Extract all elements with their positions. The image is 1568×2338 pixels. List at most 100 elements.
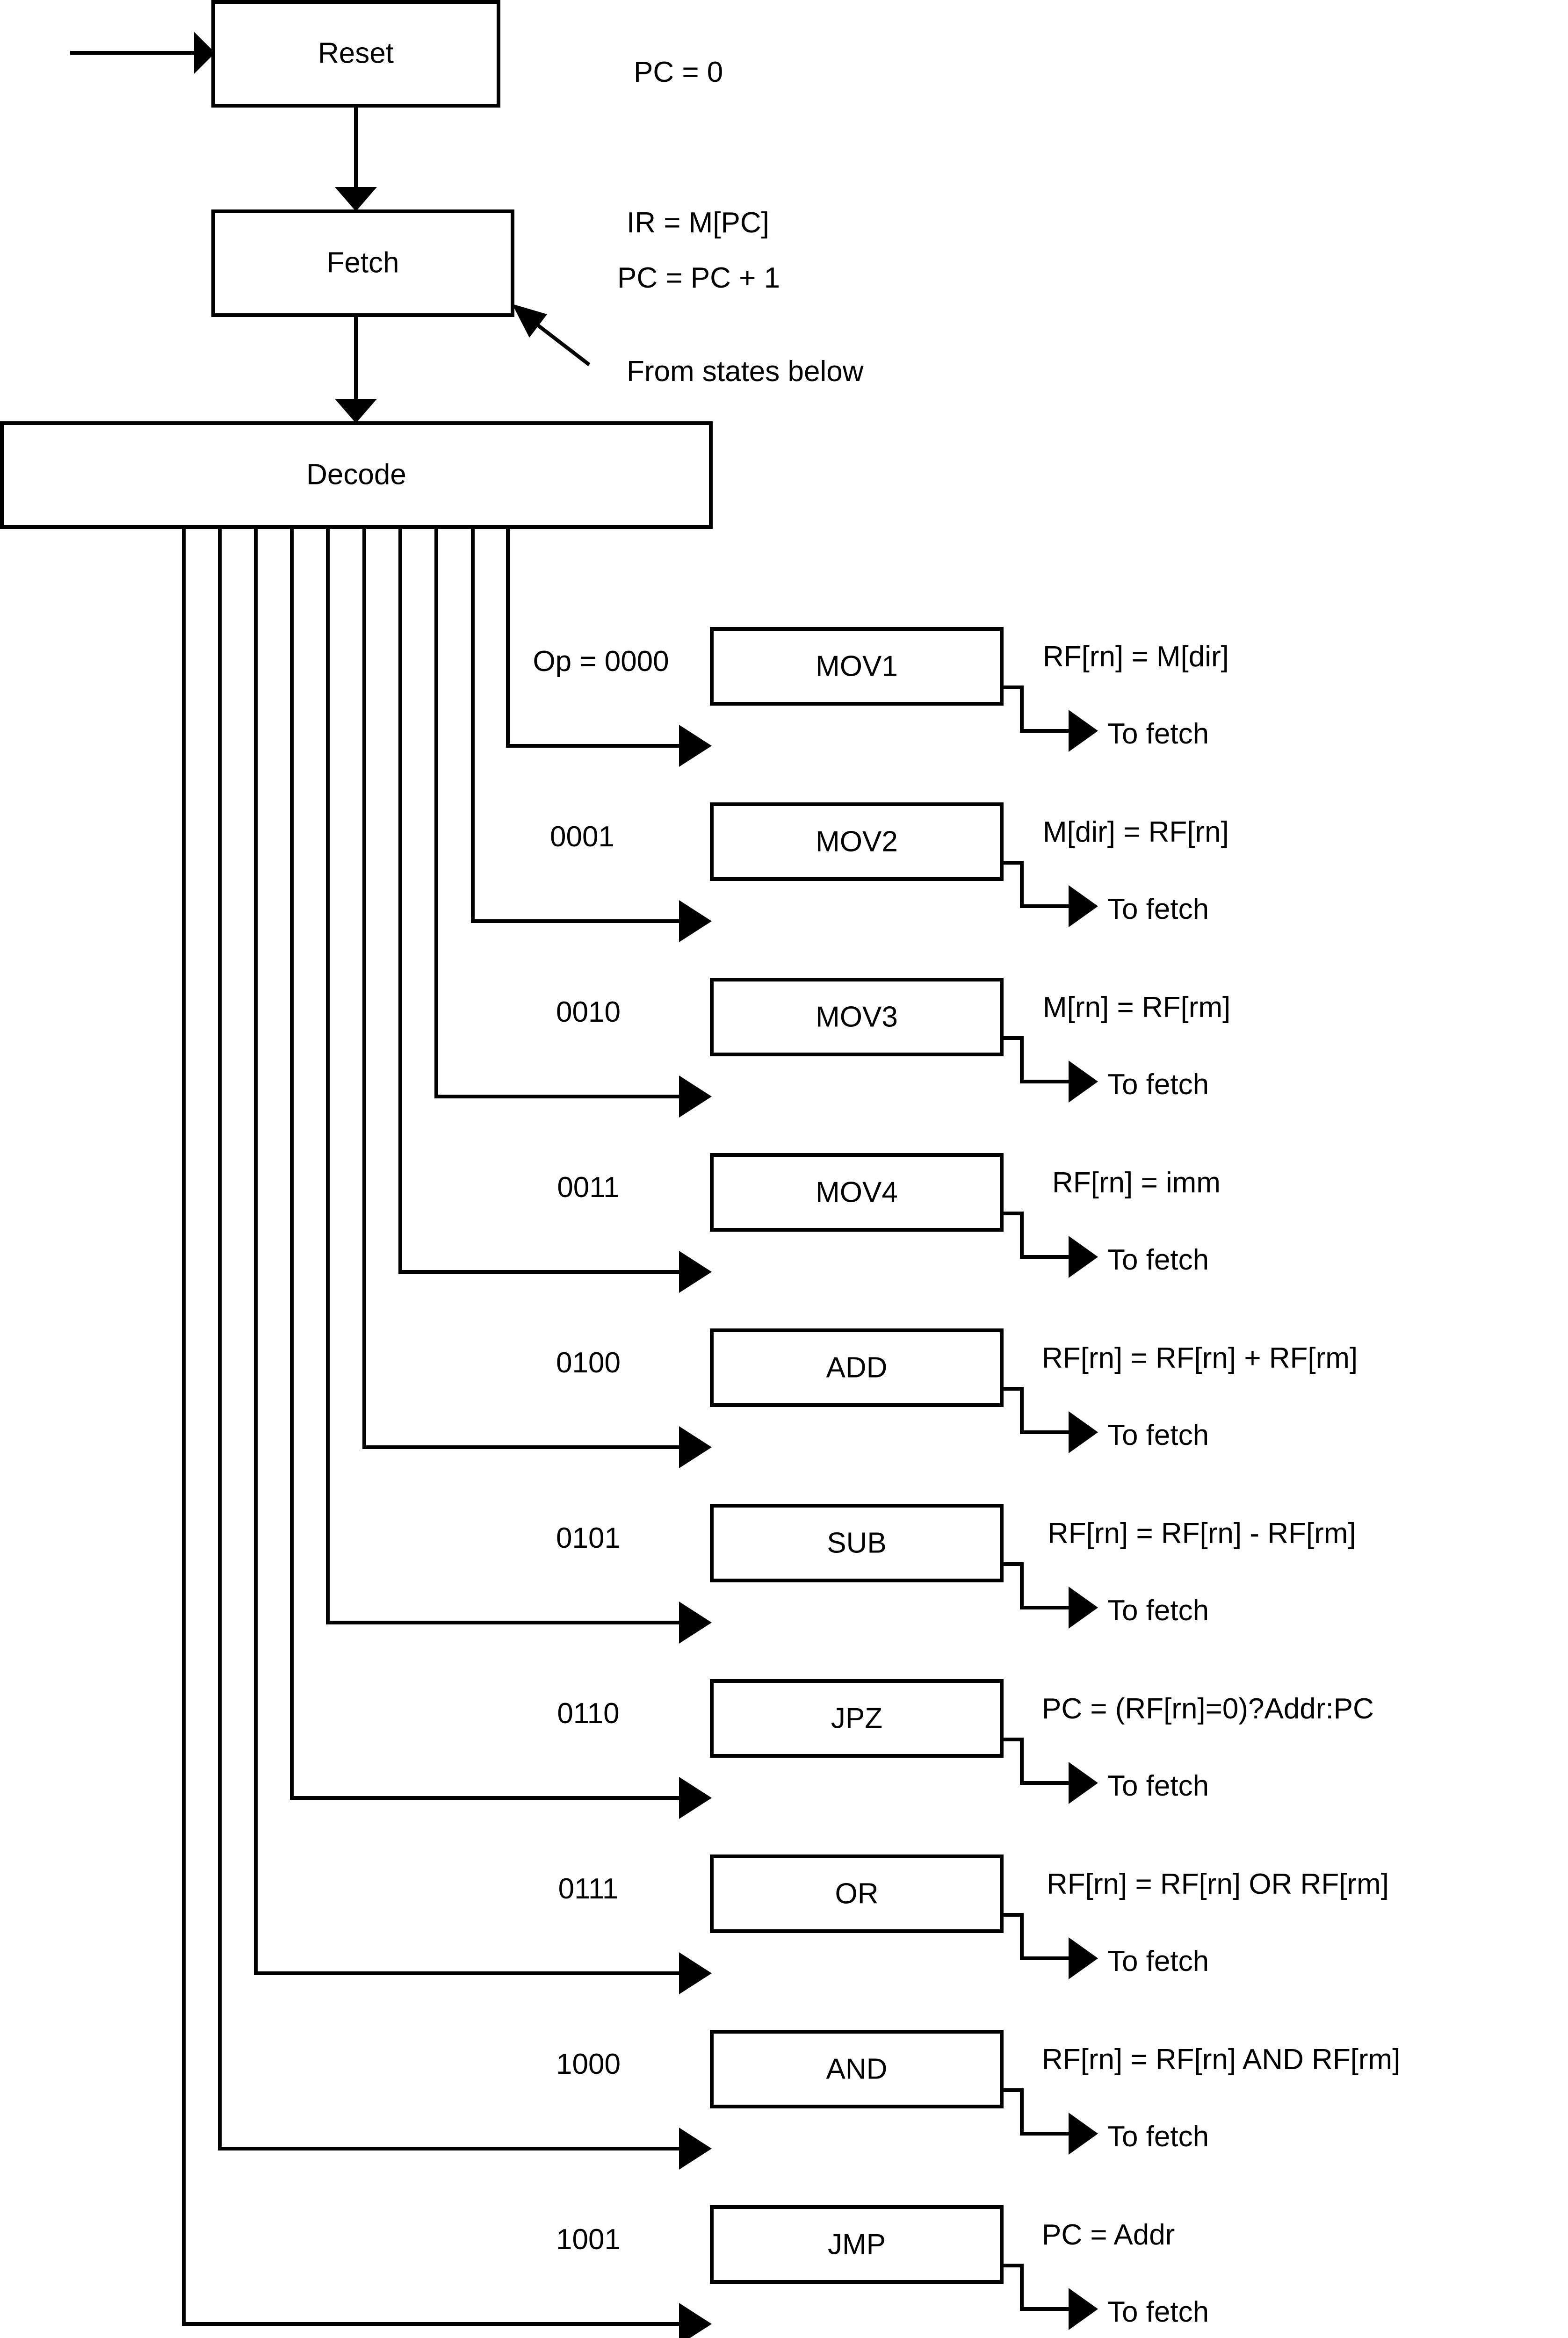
exit-wire-mov1: [1002, 686, 1071, 733]
action-label-mov2: M[dir] = RF[rn]: [1043, 816, 1229, 848]
exit-arrow-head-add-icon: [1069, 1411, 1098, 1453]
exit-wire-jpz: [1002, 1738, 1071, 1785]
state-label-jpz: JPZ: [831, 1702, 882, 1734]
fanout-line-and: [218, 527, 699, 2150]
decode-state-group: Decode: [0, 421, 713, 529]
fanout-arrow-head-add-icon: [679, 1426, 712, 1468]
fanout-line-mov2: [471, 527, 699, 923]
fanout-line-mov4: [398, 527, 699, 1274]
state-label-jmp: JMP: [828, 2228, 886, 2260]
action-label-or: RF[rn] = RF[rn] OR RF[rm]: [1047, 1868, 1389, 1900]
exit-wire-mov2: [1002, 861, 1071, 908]
fetch-state-label: Fetch: [326, 246, 399, 279]
fanout-line-mov3: [434, 527, 699, 1098]
to-fetch-label-jmp: To fetch: [1107, 2296, 1209, 2328]
fetch-action-line2-label: PC = PC + 1: [617, 262, 780, 294]
reset-action-label: PC = 0: [634, 56, 723, 88]
state-box-mov4[interactable]: [710, 1153, 1004, 1232]
state-box-add[interactable]: [710, 1328, 1004, 1407]
action-label-jmp: PC = Addr: [1042, 2219, 1175, 2251]
state-box-or[interactable]: [710, 1855, 1004, 1933]
opcode-label-and: 1000: [556, 2048, 621, 2080]
state-box-jmp[interactable]: [710, 2205, 1004, 2284]
opcode-label-jmp: 1001: [556, 2223, 621, 2256]
instruction-row-mov2: 0001 MOV2 M[dir] = RF[rn] To fetch: [550, 802, 1229, 927]
fanout-arrow-head-and-icon: [679, 2128, 712, 2170]
to-fetch-label-and: To fetch: [1107, 2121, 1209, 2153]
exit-arrow-head-or-icon: [1069, 1937, 1098, 1979]
to-fetch-label-mov4: To fetch: [1107, 1244, 1209, 1276]
fanout-line-or: [254, 527, 699, 1975]
exit-arrow-head-jmp-icon: [1069, 2288, 1098, 2330]
opcode-label-mov3: 0010: [556, 996, 621, 1028]
to-fetch-label-add: To fetch: [1107, 1419, 1209, 1451]
opcode-label-add: 0100: [556, 1347, 621, 1379]
exit-arrow-head-sub-icon: [1069, 1587, 1098, 1629]
fetch-state-box[interactable]: [211, 209, 514, 317]
exit-arrow-head-mov3-icon: [1069, 1061, 1098, 1103]
state-box-mov3[interactable]: [710, 978, 1004, 1056]
state-box-and[interactable]: [710, 2030, 1004, 2108]
state-label-mov1: MOV1: [816, 650, 898, 682]
reset-state-box[interactable]: [211, 0, 500, 108]
decode-state-box[interactable]: [0, 421, 713, 529]
action-label-and: RF[rn] = RF[rn] AND RF[rm]: [1042, 2043, 1400, 2076]
exit-wire-and: [1002, 2088, 1071, 2136]
state-label-and: AND: [826, 2053, 888, 2085]
decode-state-label: Decode: [306, 458, 406, 491]
to-fetch-label-mov1: To fetch: [1107, 718, 1209, 750]
reset-to-fetch-arrow: [335, 106, 377, 211]
opcode-label-mov2: 0001: [550, 821, 614, 853]
exit-wire-or: [1002, 1913, 1071, 1960]
reset-to-fetch-arrow-head-icon: [335, 187, 377, 211]
instruction-row-or: 0111 OR RF[rn] = RF[rn] OR RF[rm] To fet…: [558, 1855, 1389, 1979]
state-box-mov1[interactable]: [710, 627, 1004, 706]
fanout-line-add: [362, 527, 699, 1449]
fanout-arrow-head-mov4-icon: [679, 1251, 712, 1293]
to-fetch-label-sub: To fetch: [1107, 1595, 1209, 1627]
instruction-row-sub: 0101 SUB RF[rn] = RF[rn] - RF[rm] To fet…: [556, 1504, 1356, 1629]
fanout-arrow-head-or-icon: [679, 1952, 712, 1994]
exit-wire-mov3: [1002, 1036, 1071, 1083]
fetch-state-group: Fetch IR = M[PC] PC = PC + 1 From states…: [211, 207, 864, 388]
action-label-mov3: M[rn] = RF[rm]: [1043, 991, 1230, 1024]
state-label-mov3: MOV3: [816, 1001, 898, 1033]
state-box-sub[interactable]: [710, 1504, 1004, 1582]
fanout-arrow-head-mov1-icon: [679, 725, 712, 767]
to-fetch-label-mov3: To fetch: [1107, 1068, 1209, 1101]
fetch-action-line1-label: IR = M[PC]: [627, 207, 769, 239]
action-label-mov1: RF[rn] = M[dir]: [1043, 641, 1229, 673]
exit-arrow-head-and-icon: [1069, 2113, 1098, 2155]
decode-fanout-bus: [182, 527, 712, 2338]
exit-arrow-head-mov4-icon: [1069, 1236, 1098, 1278]
opcode-label-mov4: 0011: [557, 1171, 619, 1204]
reset-state-group: Reset PC = 0: [70, 0, 723, 108]
instruction-row-jpz: 0110 JPZ PC = (RF[rn]=0)?Addr:PC To fetc…: [557, 1679, 1374, 1804]
to-fetch-label-mov2: To fetch: [1107, 893, 1209, 925]
fetch-to-decode-arrow-head-icon: [335, 399, 377, 423]
fanout-arrow-head-sub-icon: [679, 1602, 712, 1644]
state-box-mov2[interactable]: [710, 802, 1004, 881]
fanout-arrow-head-jpz-icon: [679, 1777, 712, 1819]
exit-wire-mov4: [1002, 1212, 1071, 1259]
state-label-mov2: MOV2: [816, 825, 898, 858]
action-label-jpz: PC = (RF[rn]=0)?Addr:PC: [1042, 1693, 1374, 1725]
instruction-row-jmp: 1001 JMP PC = Addr To fetch: [556, 2205, 1209, 2330]
to-fetch-label-jpz: To fetch: [1107, 1770, 1209, 1802]
exit-arrow-head-jpz-icon: [1069, 1762, 1098, 1804]
fanout-arrow-head-mov2-icon: [679, 900, 712, 942]
fetch-to-decode-arrow: [335, 315, 377, 423]
from-states-below-arrow-head-icon: [512, 304, 547, 338]
fanout-arrow-head-mov3-icon: [679, 1075, 712, 1118]
from-states-below-label: From states below: [627, 355, 864, 388]
action-label-mov4: RF[rn] = imm: [1052, 1167, 1221, 1199]
state-box-jpz[interactable]: [710, 1679, 1004, 1758]
opcode-label-sub: 0101: [556, 1522, 621, 1554]
action-label-sub: RF[rn] = RF[rn] - RF[rm]: [1048, 1517, 1356, 1550]
action-label-add: RF[rn] = RF[rn] + RF[rm]: [1042, 1342, 1358, 1374]
instruction-row-add: 0100 ADD RF[rn] = RF[rn] + RF[rm] To fet…: [556, 1328, 1358, 1453]
fanout-arrow-head-jmp-icon: [679, 2303, 712, 2338]
from-states-below-line: [527, 316, 591, 367]
